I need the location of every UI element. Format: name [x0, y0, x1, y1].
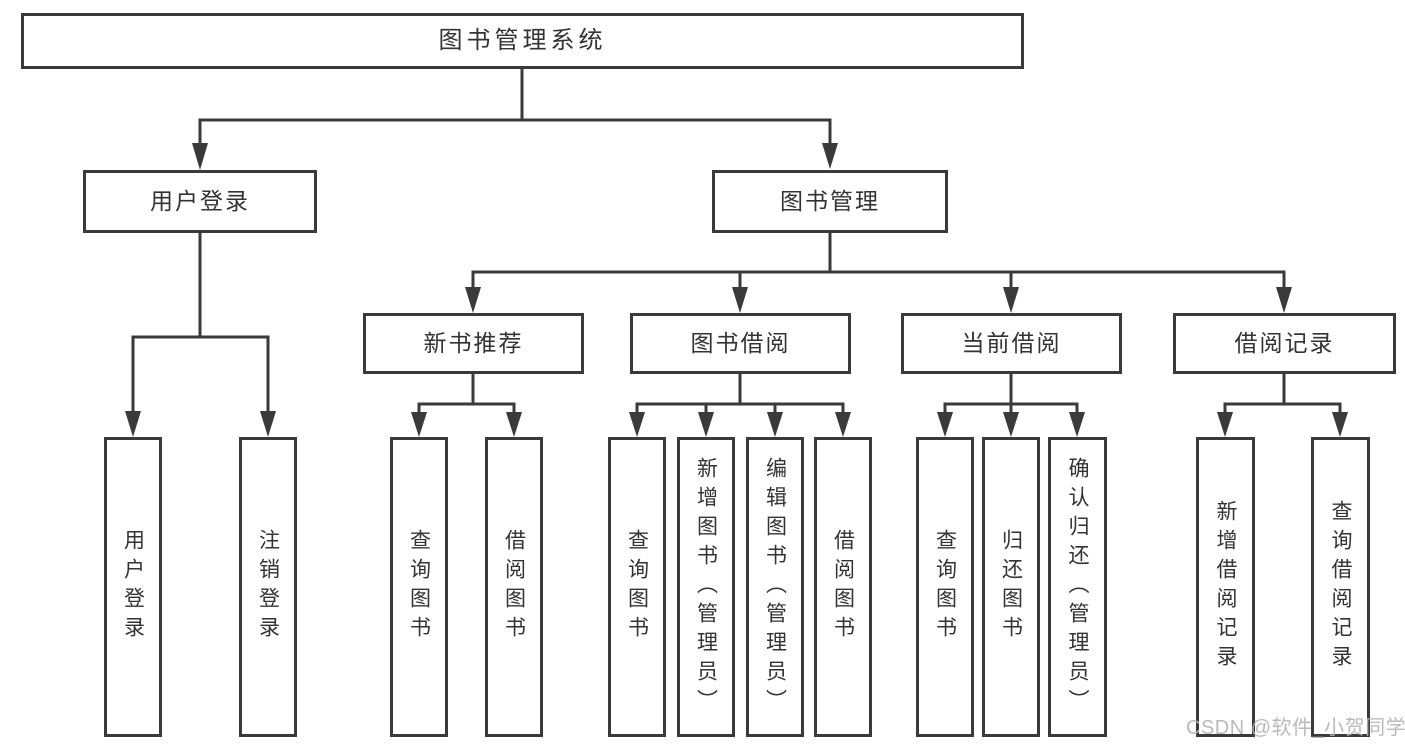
node-leaf-rcd-query-record: 查询借阅记录 — [1311, 437, 1370, 737]
node-user-login-label: 用户登录 — [150, 188, 250, 214]
node-leaf-logout-label: 注销登录 — [256, 529, 280, 645]
node-leaf-user-login: 用户登录 — [104, 437, 162, 737]
node-new-book-recommend-label: 新书推荐 — [423, 330, 524, 356]
node-leaf-bor-edit-books-label: 编辑图书（管理员） — [763, 456, 787, 718]
node-leaf-cur-confirm-return-label: 确认归还（管理员） — [1066, 456, 1089, 718]
node-borrowing-records: 借阅记录 — [1173, 313, 1396, 374]
node-leaf-rec-query-books-label: 查询图书 — [407, 529, 431, 645]
node-leaf-cur-confirm-return: 确认归还（管理员） — [1048, 437, 1107, 737]
node-leaf-bor-borrow-books: 借阅图书 — [814, 437, 872, 737]
node-leaf-logout: 注销登录 — [239, 437, 297, 737]
node-leaf-user-login-label: 用户登录 — [121, 529, 145, 645]
node-root-label: 图书管理系统 — [438, 27, 607, 54]
node-book-management: 图书管理 — [712, 170, 948, 233]
node-leaf-rec-borrow-books-label: 借阅图书 — [502, 529, 526, 645]
node-current-borrowing-label: 当前借阅 — [961, 330, 1062, 356]
node-leaf-rcd-query-record-label: 查询借阅记录 — [1329, 500, 1352, 674]
node-book-management-label: 图书管理 — [780, 188, 880, 214]
node-leaf-bor-borrow-books-label: 借阅图书 — [831, 529, 855, 645]
node-user-login: 用户登录 — [83, 170, 317, 233]
node-leaf-bor-edit-books: 编辑图书（管理员） — [746, 437, 804, 737]
node-leaf-rcd-add-record: 新增借阅记录 — [1196, 437, 1255, 737]
node-leaf-cur-query-books: 查询图书 — [916, 437, 974, 737]
node-leaf-cur-return-books: 归还图书 — [982, 437, 1040, 737]
node-current-borrowing: 当前借阅 — [901, 313, 1122, 374]
node-new-book-recommend: 新书推荐 — [363, 313, 584, 374]
node-leaf-rcd-add-record-label: 新增借阅记录 — [1214, 500, 1237, 674]
node-leaf-bor-query-books: 查询图书 — [608, 437, 666, 737]
node-leaf-rec-borrow-books: 借阅图书 — [485, 437, 543, 737]
node-book-borrowing-label: 图书借阅 — [690, 330, 791, 356]
node-leaf-bor-add-books-label: 新增图书（管理员） — [694, 456, 718, 718]
node-leaf-bor-query-books-label: 查询图书 — [625, 529, 649, 645]
node-borrowing-records-label: 借阅记录 — [1234, 330, 1335, 356]
csdn-watermark: CSDN @软件_小贺同学 — [1186, 717, 1405, 739]
node-leaf-rec-query-books: 查询图书 — [390, 437, 448, 737]
node-leaf-cur-return-books-label: 归还图书 — [999, 529, 1023, 645]
node-book-borrowing: 图书借阅 — [630, 313, 851, 374]
node-leaf-bor-add-books: 新增图书（管理员） — [677, 437, 735, 737]
node-root: 图书管理系统 — [21, 13, 1024, 69]
node-leaf-cur-query-books-label: 查询图书 — [933, 529, 957, 645]
